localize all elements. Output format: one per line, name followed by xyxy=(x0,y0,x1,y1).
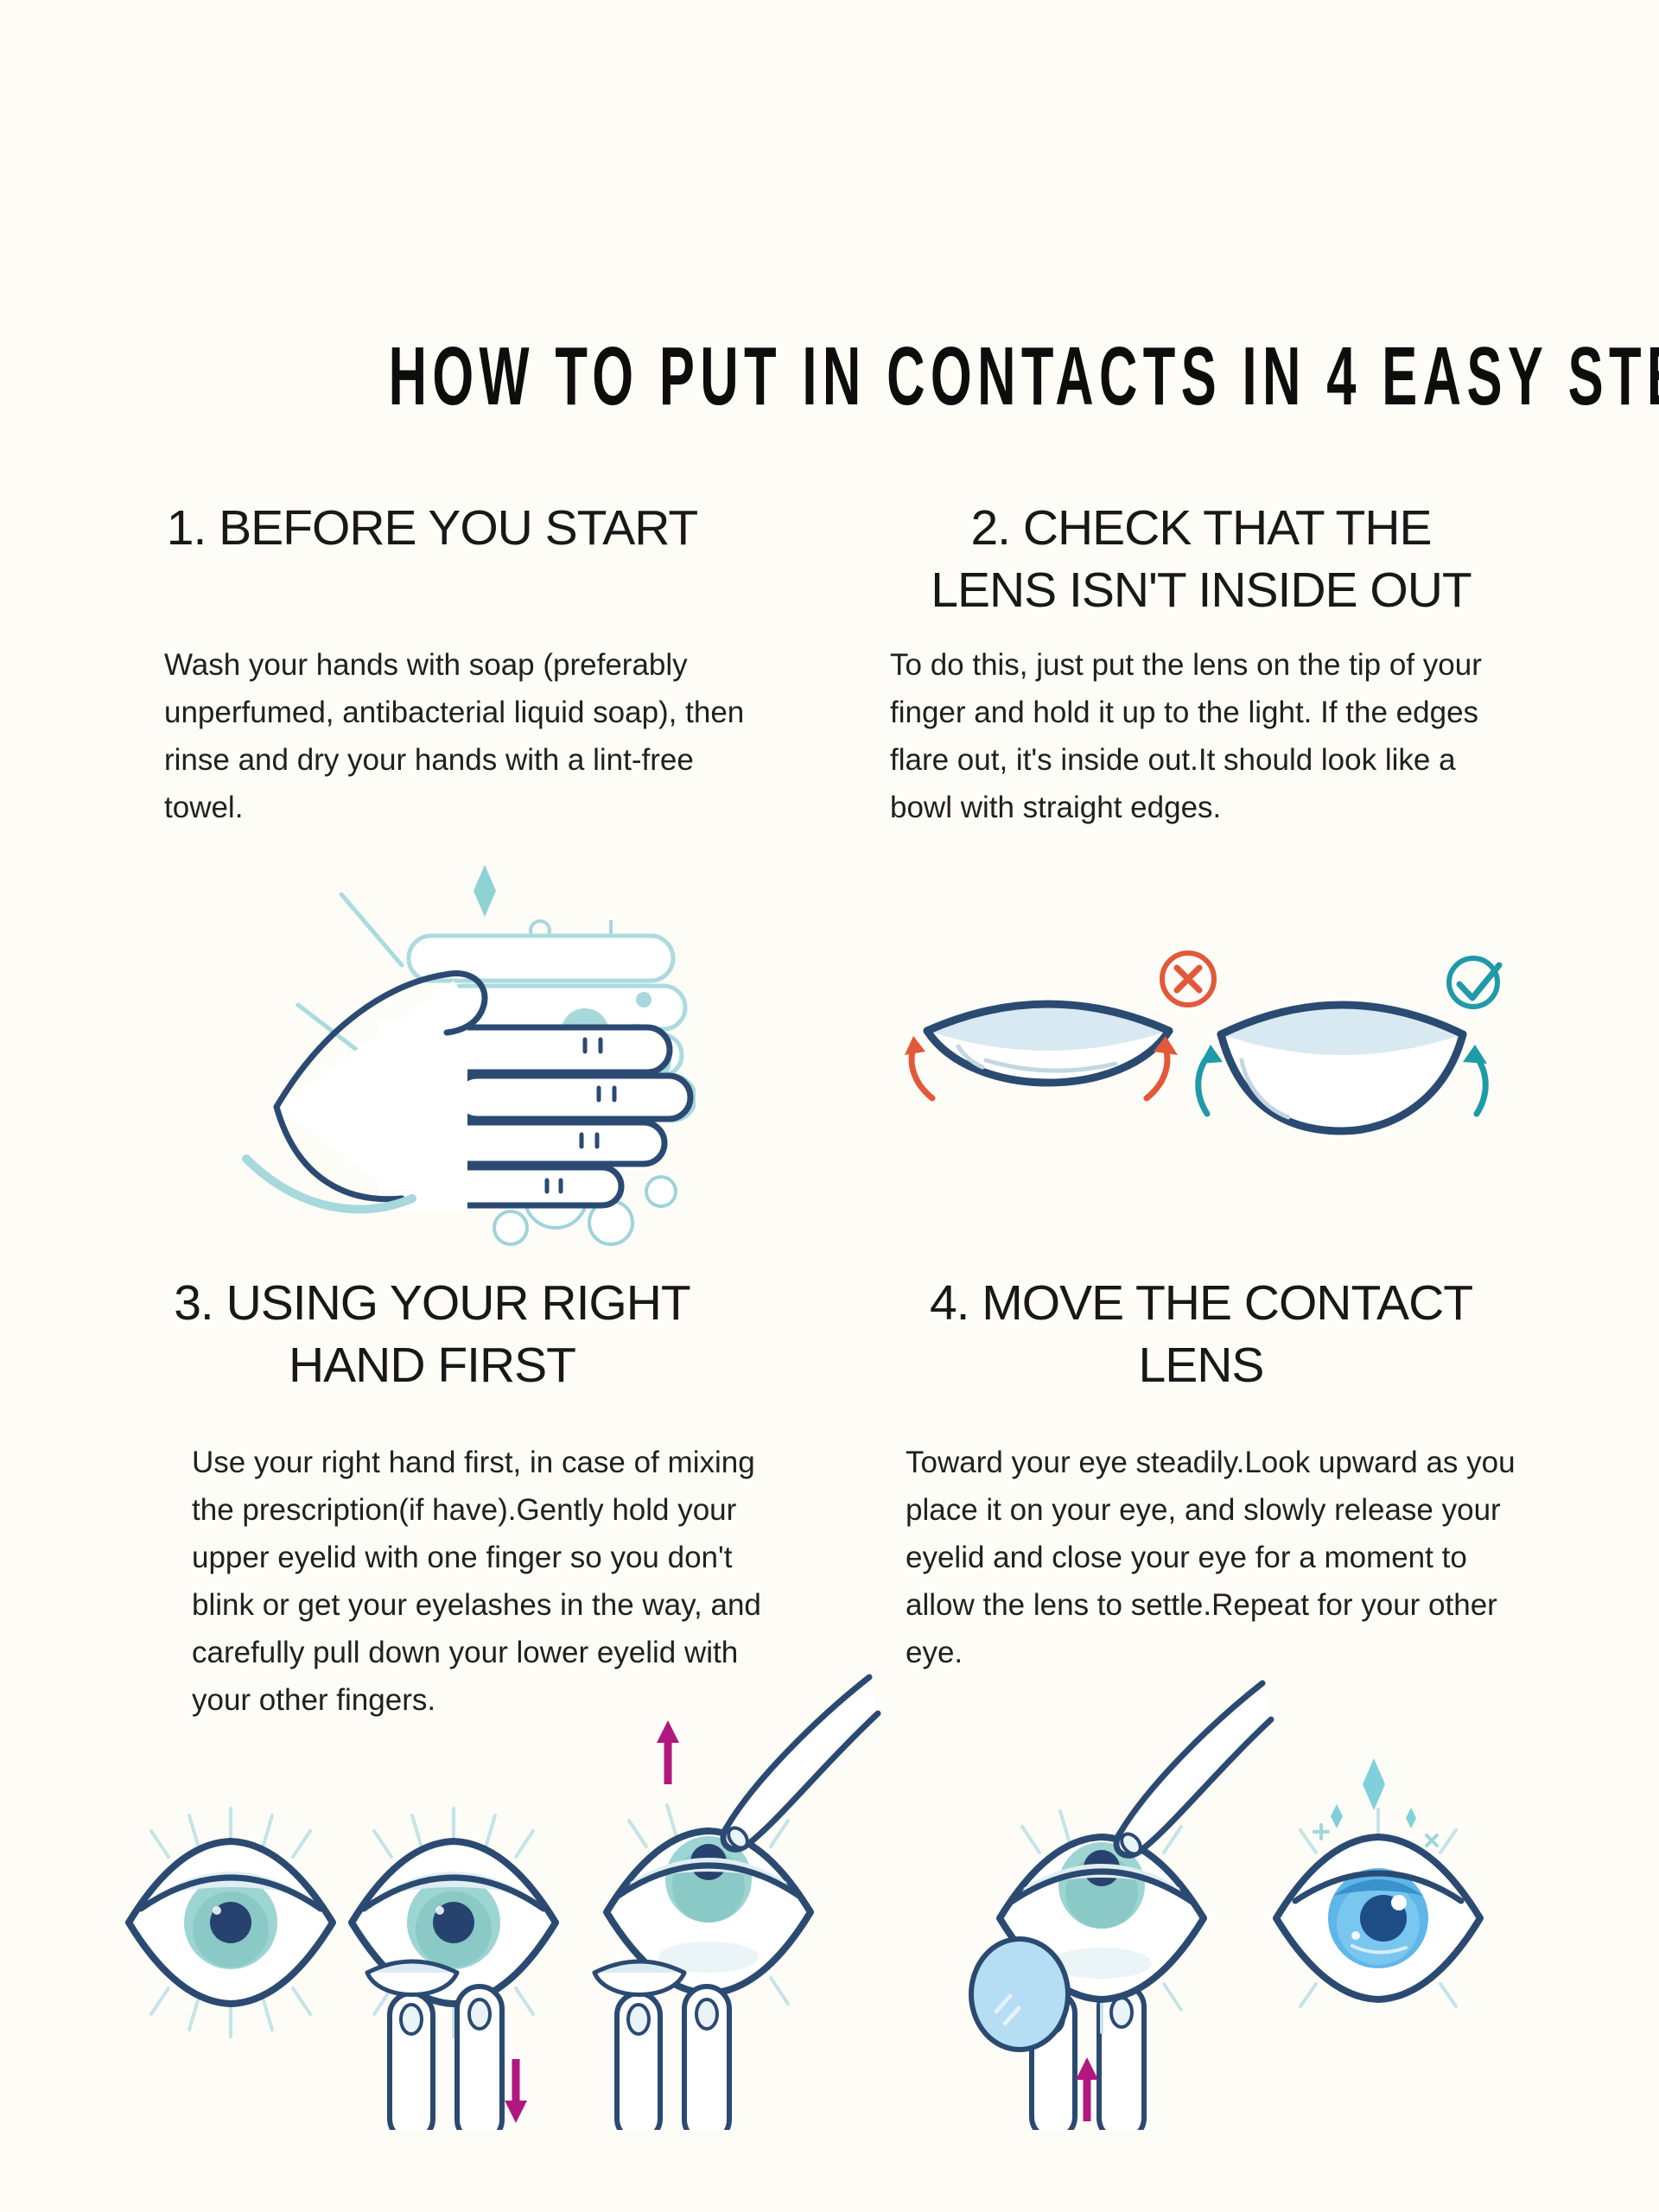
step4-heading-line1: 4. MOVE THE CONTACT xyxy=(929,1275,1473,1331)
hand-washing-illustration xyxy=(242,865,696,1246)
x-sparkle-icon xyxy=(1425,1834,1439,1847)
x-mark-icon xyxy=(1160,950,1217,1007)
plus-icon xyxy=(1313,1823,1330,1840)
eye-with-lens-below xyxy=(348,1807,559,2038)
step3-heading-line2: HAND FIRST xyxy=(289,1338,576,1393)
contact-lens xyxy=(365,1959,460,1997)
contact-lens xyxy=(592,1959,687,1997)
sparkle-icon xyxy=(474,865,496,917)
sparkles xyxy=(1331,1758,1416,1828)
step4-heading: 4. MOVE THE CONTACT LENS xyxy=(873,1272,1529,1396)
step2-heading-line1: 2. CHECK THAT THE xyxy=(970,500,1432,556)
lower-hand xyxy=(242,970,694,1214)
finger-pulling-eyelid xyxy=(1113,1680,1274,1859)
step3-body: Use your right hand first, in case of mi… xyxy=(192,1446,761,1717)
step4-body: Toward your eye steadily.Look upward as … xyxy=(906,1446,1516,1669)
step3-heading: 3. USING YOUR RIGHT HAND FIRST xyxy=(121,1272,743,1396)
step2-body: To do this, just put the lens on the tip… xyxy=(890,648,1482,824)
fingers-with-lens xyxy=(592,1959,732,2130)
lens-check-illustration xyxy=(905,950,1503,1135)
step2-heading: 2. CHECK THAT THE LENS ISN'T INSIDE OUT xyxy=(873,497,1529,621)
eye-open xyxy=(125,1807,336,2038)
arrow-up-icon xyxy=(1076,2057,1098,2121)
lens-placement-eyes-illustration xyxy=(969,1680,1484,2130)
page-title: HOW TO PUT IN CONTACTS IN 4 EASY STEPS xyxy=(0,335,1659,418)
step2-heading-line2: LENS ISN'T INSIDE OUT xyxy=(931,563,1471,618)
step4-heading-line2: LENS xyxy=(1138,1338,1265,1393)
fingers-with-lens xyxy=(365,1959,505,2130)
arrow-down-icon xyxy=(505,2059,527,2123)
lens-inside-out xyxy=(905,950,1217,1102)
insertion-steps-eyes-illustration xyxy=(125,1674,881,2130)
eye-looking-up xyxy=(603,1674,881,2028)
step1-heading: 1. BEFORE YOU START xyxy=(121,497,743,559)
step1-heading-line1: 1. BEFORE YOU START xyxy=(166,500,699,556)
finger-pulling-eyelid xyxy=(720,1674,881,1853)
eye-receiving-lens xyxy=(969,1680,1274,2052)
step1-body: Wash your hands with soap (preferably un… xyxy=(164,648,745,824)
page-title-text: HOW TO PUT IN CONTACTS IN 4 EASY STEPS xyxy=(388,330,1659,423)
lens-correct xyxy=(1195,956,1503,1135)
check-mark-icon xyxy=(1446,956,1503,1009)
eye-finished xyxy=(1273,1758,1484,2008)
arrow-up-icon xyxy=(657,1720,679,1784)
approaching-lens xyxy=(969,1936,1071,2052)
step3-heading-line1: 3. USING YOUR RIGHT xyxy=(174,1275,691,1331)
